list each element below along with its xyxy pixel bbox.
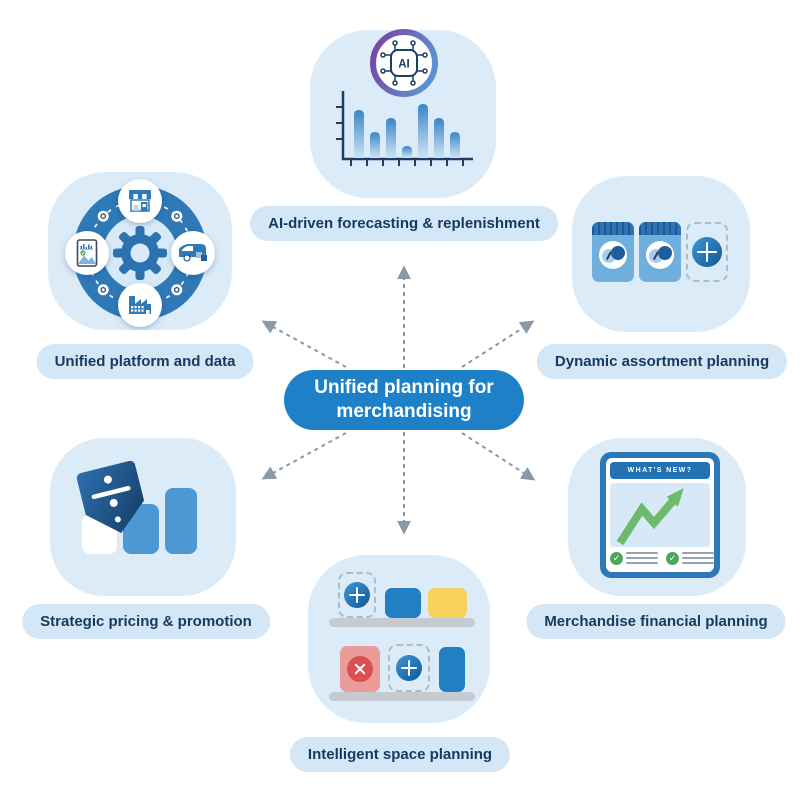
card-dynamic-assortment: [572, 176, 750, 332]
checked-line-item: ✓: [610, 552, 658, 567]
platform-cycle-icon: [65, 179, 215, 327]
yellow-product-box: [428, 588, 467, 618]
label-unified-platform: Unified platform and data: [36, 344, 254, 379]
add-product-slot: [686, 222, 728, 282]
arrow-down-right: [461, 432, 536, 481]
device-analytics-icon: [76, 239, 98, 267]
whats-new-banner: WHAT'S NEW?: [610, 462, 710, 479]
arrow-up-left: [261, 320, 347, 368]
check-icon: ✓: [610, 552, 623, 565]
label-ai-forecasting: AI-driven forecasting & replenishment: [250, 206, 558, 241]
add-item-slot: [388, 644, 430, 692]
blue-product-box: [385, 588, 421, 618]
label-strategic-pricing: Strategic pricing & promotion: [22, 604, 270, 639]
cycle-step-dots: [97, 210, 183, 296]
card-merchandise-financial: WHAT'S NEW? ✓ ✓: [568, 438, 746, 596]
store-icon: [129, 190, 151, 212]
pricing-promotion-icon: [76, 460, 197, 554]
removed-product-box: [340, 646, 380, 692]
ai-chip-text: AI: [398, 59, 410, 71]
plus-icon: [344, 582, 370, 608]
plus-icon: [396, 655, 422, 681]
growth-arrow-icon: [616, 488, 684, 546]
gear-icon: [113, 226, 167, 280]
growth-chart: [610, 483, 710, 547]
shelf-bar: [329, 618, 475, 627]
product-bottle-icon: [592, 222, 634, 282]
label-merchandise-financial: Merchandise financial planning: [526, 604, 786, 639]
add-item-slot: [338, 572, 376, 618]
label-intelligent-space: Intelligent space planning: [289, 737, 511, 772]
blue-product-box: [439, 647, 465, 692]
center-title: Unified planning for merchandising: [314, 377, 494, 422]
card-intelligent-space: [308, 555, 490, 723]
card-unified-platform: [48, 172, 232, 330]
arrow-down-left: [261, 432, 347, 480]
card-strategic-pricing: [50, 438, 236, 596]
arrow-up-right: [461, 320, 535, 368]
factory-icon: [129, 296, 151, 314]
shelf-bar: [329, 692, 475, 701]
plus-icon: [692, 237, 722, 267]
check-icon: ✓: [666, 552, 679, 565]
checked-line-item: ✓: [666, 552, 714, 567]
card-ai-forecasting: AI: [310, 29, 496, 198]
ai-chip-icon: AI: [370, 29, 438, 97]
x-remove-icon: [347, 656, 373, 682]
center-title-pill: Unified planning for merchandising: [284, 370, 524, 430]
truck-icon: [179, 244, 207, 262]
bar-chart-icon: [336, 91, 473, 166]
discount-tag-icon: [76, 460, 145, 533]
label-dynamic-assortment: Dynamic assortment planning: [536, 344, 788, 379]
product-bottle-icon: [639, 222, 681, 282]
financial-tablet-icon: WHAT'S NEW? ✓ ✓: [600, 452, 720, 578]
